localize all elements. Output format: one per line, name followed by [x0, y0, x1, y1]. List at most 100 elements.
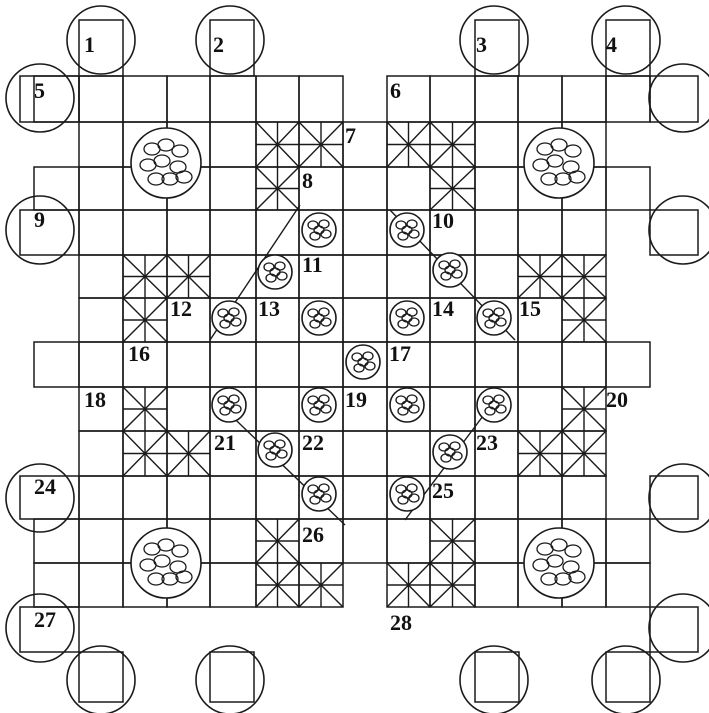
rosette-ring	[390, 213, 424, 247]
rosette	[433, 435, 467, 469]
board-cell	[475, 342, 518, 387]
label-24: 24	[34, 474, 56, 499]
label-3: 3	[476, 32, 487, 57]
rosette	[302, 388, 336, 422]
board-cell	[562, 342, 606, 387]
board-cell	[167, 387, 210, 431]
rosette	[390, 388, 424, 422]
board-cell	[79, 431, 123, 476]
board-cell	[475, 122, 518, 167]
label-14: 14	[432, 296, 454, 321]
label-27: 27	[34, 607, 56, 632]
board-cell	[562, 76, 606, 122]
board-cell	[562, 476, 606, 519]
rosette-ring	[258, 255, 292, 289]
rosette	[302, 477, 336, 511]
label-22: 22	[302, 430, 324, 455]
board-cell	[210, 122, 256, 167]
large-rosette	[524, 128, 594, 198]
large-rosette	[524, 528, 594, 598]
board-cell	[79, 298, 123, 342]
label-19: 19	[345, 387, 367, 412]
board-cell	[475, 563, 518, 607]
label-12: 12	[170, 296, 192, 321]
rosette-ring	[433, 253, 467, 287]
label-6: 6	[390, 78, 401, 103]
board-cell	[256, 76, 299, 122]
board-cell	[430, 342, 475, 387]
label-18: 18	[84, 387, 106, 412]
label-23: 23	[476, 430, 498, 455]
label-10: 10	[432, 208, 454, 233]
board-cell	[123, 476, 167, 519]
label-2: 2	[213, 32, 224, 57]
edge-semicircle	[649, 464, 709, 532]
rosette-ring	[302, 213, 336, 247]
board-cell	[606, 76, 650, 122]
rosette-ring	[477, 388, 511, 422]
board-cell	[387, 519, 430, 563]
rosette-ring	[477, 301, 511, 335]
board-cell	[256, 387, 299, 431]
rosette-ring	[390, 388, 424, 422]
rosette	[302, 301, 336, 335]
board-cell	[79, 342, 123, 387]
board-cell	[475, 76, 518, 122]
board-cell	[387, 167, 430, 210]
board-cell	[256, 342, 299, 387]
board-cell	[167, 76, 210, 122]
board-cell	[606, 167, 650, 210]
board-cell	[79, 563, 123, 607]
label-7: 7	[345, 123, 356, 148]
rosette	[390, 301, 424, 335]
board-cell	[518, 76, 562, 122]
rosettes	[212, 213, 511, 511]
board-cell	[210, 210, 256, 255]
label-5: 5	[34, 78, 45, 103]
rosette	[258, 433, 292, 467]
board-cell	[475, 476, 518, 519]
board-cell	[299, 76, 343, 122]
board-cell	[606, 342, 650, 387]
rosette	[477, 301, 511, 335]
rosette-ring	[390, 477, 424, 511]
label-28: 28	[390, 610, 412, 635]
label-25: 25	[432, 478, 454, 503]
rosette-ring	[258, 433, 292, 467]
board-cell	[475, 210, 518, 255]
board-cell	[167, 476, 210, 519]
rosette-ring	[433, 435, 467, 469]
board-cell	[79, 167, 123, 210]
board-cell	[210, 476, 256, 519]
board-cell	[606, 519, 650, 563]
board-cell	[79, 210, 123, 255]
board-cell	[430, 76, 475, 122]
edge-semicircle	[460, 646, 528, 713]
rosette	[258, 255, 292, 289]
rosette-ring	[302, 301, 336, 335]
rosette	[477, 388, 511, 422]
rosette	[302, 213, 336, 247]
label-26: 26	[302, 522, 324, 547]
board-cell	[343, 255, 387, 298]
label-15: 15	[519, 296, 541, 321]
board-cell	[210, 519, 256, 563]
board-cell	[518, 342, 562, 387]
rosette	[390, 477, 424, 511]
board-cell	[606, 563, 650, 607]
board-cell	[343, 519, 387, 563]
board-cell	[475, 167, 518, 210]
rosette-ring	[346, 345, 380, 379]
label-13: 13	[258, 296, 280, 321]
label-20: 20	[606, 387, 628, 412]
rosette	[212, 301, 246, 335]
board-cell	[123, 210, 167, 255]
board-cell	[79, 519, 123, 563]
board-cell	[79, 122, 123, 167]
board-cell	[34, 342, 79, 387]
board-cell	[167, 210, 210, 255]
rosette-ring	[302, 388, 336, 422]
rosette-ring	[390, 301, 424, 335]
board-cell	[123, 76, 167, 122]
